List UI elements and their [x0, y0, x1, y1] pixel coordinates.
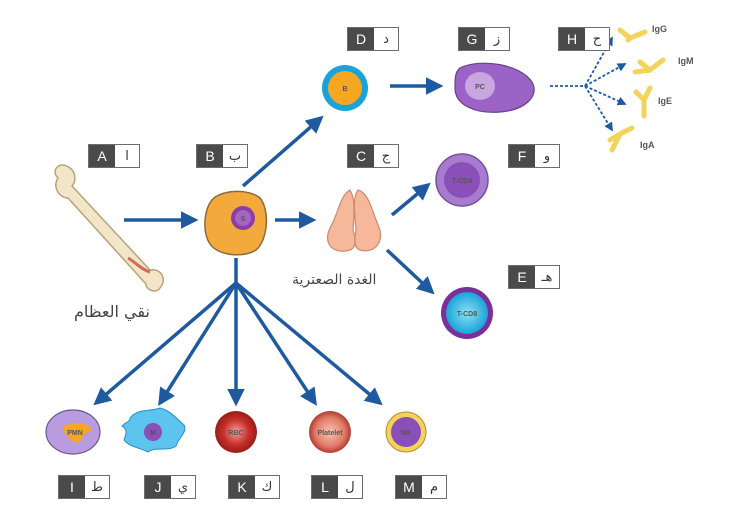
label-A: A ا	[88, 144, 140, 168]
plasma-cell: PC	[454, 62, 535, 113]
label-L-ar: ل	[338, 476, 362, 498]
arrow-to-platelet	[234, 282, 317, 406]
antibody-label-igg: IgG	[652, 24, 667, 34]
label-G-en: G	[459, 28, 485, 50]
label-D-ar: د	[374, 28, 398, 50]
label-D: D د	[347, 27, 399, 51]
b-cell-label: B	[342, 86, 347, 93]
arrow-stem-to-bcell	[241, 115, 324, 188]
macrophage-label: M	[150, 430, 156, 437]
label-G: G ز	[458, 27, 510, 51]
label-C: C ج	[347, 144, 399, 168]
label-C-en: C	[348, 145, 374, 167]
rbc-label: RBC	[228, 430, 243, 437]
platelet-cell: Platelet	[309, 411, 351, 453]
plasma-cell-label: PC	[475, 84, 485, 91]
arrow-to-nk	[234, 281, 383, 406]
antibody-arrows	[550, 36, 627, 132]
label-B-ar: ب	[223, 145, 247, 167]
arrow-thymus-to-cd4	[390, 182, 431, 217]
stem-cell-label: S	[241, 216, 246, 223]
stem-cell: S	[204, 190, 268, 256]
antibody-label-ige: IgE	[658, 96, 673, 106]
label-M: M م	[395, 475, 447, 499]
label-C-ar: ج	[374, 145, 398, 167]
thymus-icon	[327, 189, 382, 252]
pmn-label: PMN	[67, 430, 83, 437]
label-J: J ي	[144, 475, 196, 499]
label-I: I ط	[58, 475, 110, 499]
arrow-thymus-to-cd8	[385, 248, 435, 295]
nk-cell: NK	[385, 411, 427, 453]
label-A-en: A	[89, 145, 115, 167]
bone-icon	[54, 164, 164, 292]
label-E: E هـ	[508, 265, 560, 289]
t-cd4-cell: T-CD4	[435, 153, 489, 207]
platelet-label: Platelet	[318, 430, 344, 437]
rbc-cell: RBC	[215, 411, 257, 453]
label-L-en: L	[312, 476, 338, 498]
label-I-ar: ط	[85, 476, 109, 498]
label-F: F و	[508, 144, 560, 168]
thymus-label: الغدة الصعترية	[292, 272, 377, 288]
label-E-en: E	[509, 266, 535, 288]
b-cell: B	[322, 65, 368, 111]
nk-label: NK	[401, 430, 411, 437]
label-L: L ل	[311, 475, 363, 499]
pmn-cell: PMN	[45, 409, 101, 455]
bone-marrow-label: نقي العظام	[74, 302, 150, 321]
label-A-ar: ا	[115, 145, 139, 167]
label-H: H ح	[558, 27, 610, 51]
label-H-ar: ح	[585, 28, 609, 50]
t-cd8-label: T-CD8	[457, 311, 477, 318]
antibody-icons	[607, 27, 666, 153]
antibody-label-igm: IgM	[678, 56, 694, 66]
antibody-label-iga: IgA	[640, 140, 655, 150]
t-cd4-label: T-CD4	[452, 178, 472, 185]
label-B-en: B	[197, 145, 223, 167]
label-H-en: H	[559, 28, 585, 50]
label-K-en: K	[229, 476, 255, 498]
label-J-ar: ي	[171, 476, 195, 498]
arrow-to-macrophage	[158, 282, 238, 406]
label-D-en: D	[348, 28, 374, 50]
label-E-ar: هـ	[535, 266, 559, 288]
t-cd8-cell: T-CD8	[441, 287, 493, 339]
label-I-en: I	[59, 476, 85, 498]
label-M-en: M	[396, 476, 422, 498]
label-F-en: F	[509, 145, 535, 167]
label-M-ar: م	[422, 476, 446, 498]
arrow-to-pmn	[93, 281, 238, 406]
label-K-ar: ك	[255, 476, 279, 498]
label-G-ar: ز	[485, 28, 509, 50]
label-K: K ك	[228, 475, 280, 499]
label-F-ar: و	[535, 145, 559, 167]
macrophage-cell: M	[121, 407, 186, 453]
label-J-en: J	[145, 476, 171, 498]
label-B: B ب	[196, 144, 248, 168]
